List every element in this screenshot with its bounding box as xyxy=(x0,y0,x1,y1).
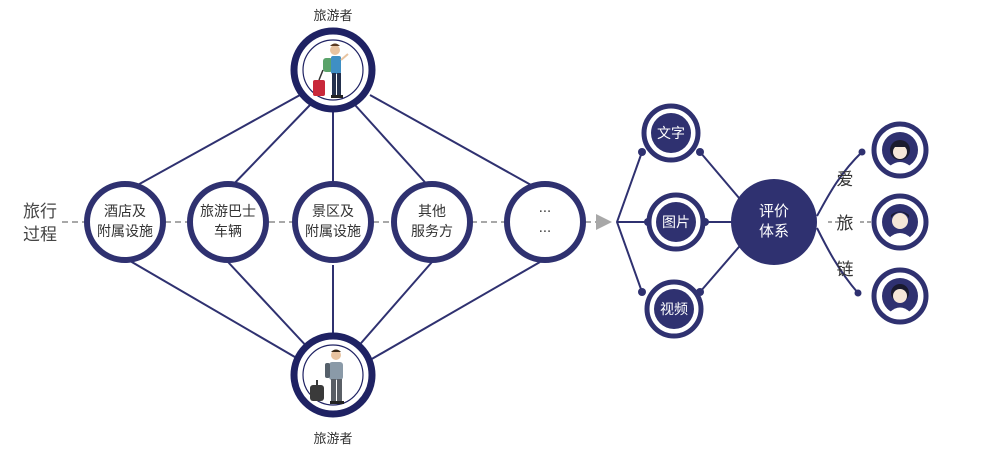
dot-text-left xyxy=(638,148,646,156)
connection-lines xyxy=(124,94,863,361)
dot-avatar-3 xyxy=(854,289,862,297)
chain-char-lian: 链 xyxy=(837,260,854,280)
link-hub-to-avatar-1 xyxy=(816,151,863,217)
provider-other-node: 其他 服务方 xyxy=(391,181,473,263)
avatar-woman-icon xyxy=(890,140,910,168)
dot-video-left xyxy=(638,288,646,296)
provider-scenic-line1: 景区及 xyxy=(312,204,354,220)
link-bottom-provider-2 xyxy=(227,261,311,351)
avatar-2 xyxy=(871,193,929,251)
provider-more-line1: ··· xyxy=(539,205,551,220)
connector-dots xyxy=(638,148,866,297)
traveler-with-backpack-icon xyxy=(310,349,344,404)
avatar-man-icon xyxy=(889,211,911,240)
provider-more-node: ··· ··· xyxy=(504,181,586,263)
travel-process-label-line1: 旅行 xyxy=(23,202,57,222)
top-traveler-label: 旅游者 xyxy=(313,9,352,24)
link-top-provider-1 xyxy=(124,94,301,193)
media-image-label: 图片 xyxy=(662,215,690,231)
link-top-provider-2 xyxy=(227,104,311,191)
travel-process-label-line2: 过程 xyxy=(23,225,57,245)
link-bottom-provider-4 xyxy=(354,261,433,351)
traveler-with-suitcase-icon xyxy=(313,43,349,98)
media-text-node: 文字 xyxy=(641,103,701,163)
provider-hotel-line1: 酒店及 xyxy=(104,204,146,220)
provider-hotel-node: 酒店及 附属设施 xyxy=(84,181,166,263)
dot-avatar-1 xyxy=(858,148,866,156)
bottom-traveler-node xyxy=(290,332,376,418)
link-bottom-provider-5 xyxy=(369,261,541,361)
chain-char-ai: 爱 xyxy=(837,170,854,190)
avatar-woman-2-icon xyxy=(890,284,910,314)
avatar-3 xyxy=(871,267,929,325)
evaluation-system-node: 评价 体系 xyxy=(731,179,817,265)
top-traveler-node xyxy=(290,27,376,113)
provider-more-line2: ··· xyxy=(539,225,551,240)
evaluation-system-line2: 体系 xyxy=(759,222,789,240)
link-top-provider-5 xyxy=(369,94,541,191)
media-video-node: 视频 xyxy=(644,279,704,339)
provider-hotel-line2: 附属设施 xyxy=(97,224,153,240)
media-image-node: 图片 xyxy=(646,192,706,252)
link-text-to-hub xyxy=(699,151,746,206)
link-video-to-hub xyxy=(699,239,746,293)
provider-bus-line2: 车辆 xyxy=(214,223,242,240)
provider-scenic-node: 景区及 附属设施 xyxy=(292,181,374,263)
evaluation-system-line1: 评价 xyxy=(759,202,789,220)
chain-char-lv: 旅 xyxy=(837,214,854,234)
dot-text-right xyxy=(696,148,704,156)
provider-bus-node: 旅游巴士 车辆 xyxy=(187,181,269,263)
avatar-1 xyxy=(871,121,929,179)
provider-scenic-line2: 附属设施 xyxy=(305,224,361,240)
media-video-label: 视频 xyxy=(660,302,688,318)
provider-other-line2: 服务方 xyxy=(411,224,453,240)
provider-bus-line1: 旅游巴士 xyxy=(200,204,256,220)
link-top-provider-4 xyxy=(354,104,433,191)
bottom-traveler-label: 旅游者 xyxy=(313,432,352,447)
link-bottom-provider-1 xyxy=(124,257,301,361)
link-hub-to-avatar-3 xyxy=(816,227,859,294)
media-text-label: 文字 xyxy=(657,126,685,142)
provider-other-line1: 其他 xyxy=(418,204,446,220)
